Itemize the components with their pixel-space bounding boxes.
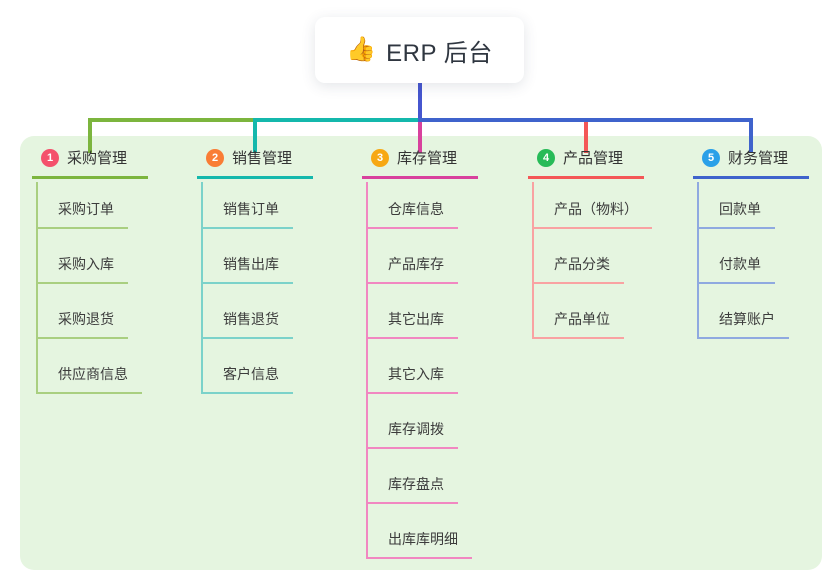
branch-node-3[interactable]: 3 库存管理: [362, 147, 478, 179]
branch-children-5: 回款单付款单结算账户: [697, 182, 789, 339]
child-node-label: 客户信息: [223, 366, 279, 382]
child-node[interactable]: 库存盘点: [368, 449, 458, 504]
branch-children-2: 销售订单销售出库销售退货客户信息: [201, 182, 293, 394]
branch-drop-line: [88, 122, 92, 153]
child-node-label: 付款单: [719, 256, 761, 272]
child-node-label: 销售出库: [223, 256, 279, 272]
child-node[interactable]: 其它入库: [368, 339, 458, 394]
child-node-label: 产品分类: [554, 256, 610, 272]
thumbs-up-icon: 👍: [346, 36, 377, 63]
child-node[interactable]: 采购入库: [38, 229, 128, 284]
branch-number-badge: 5: [702, 148, 720, 167]
branch-drop-line: [749, 122, 753, 153]
bus-segment-blue: [418, 118, 753, 122]
bus-segment-green: [88, 118, 253, 122]
branch-children-4: 产品（物料） 产品分类产品单位: [532, 182, 652, 339]
branch-drop-line: [584, 122, 588, 153]
child-node[interactable]: 产品（物料）: [534, 182, 652, 229]
branch-number-badge: 3: [371, 148, 389, 167]
branch-node-1[interactable]: 1 采购管理: [32, 147, 148, 179]
root-node-label: ERP 后台: [386, 39, 493, 67]
child-node[interactable]: 采购订单: [38, 182, 128, 229]
child-node-label: 销售订单: [223, 201, 279, 217]
branch-number-badge: 4: [537, 148, 555, 167]
branch-node-4[interactable]: 4 产品管理: [528, 147, 644, 179]
branch-title: 库存管理: [397, 150, 458, 167]
child-node[interactable]: 库存调拨: [368, 394, 458, 449]
child-node[interactable]: 销售订单: [203, 182, 293, 229]
child-node-label: 供应商信息: [58, 366, 128, 382]
child-node[interactable]: 出库库明细: [368, 504, 472, 559]
branch-drop-line: [253, 122, 257, 153]
child-node-label: 其它入库: [388, 366, 444, 382]
child-node[interactable]: 付款单: [699, 229, 775, 284]
branch-title: 财务管理: [728, 150, 789, 167]
branch-children-3: 仓库信息产品库存其它出库其它入库库存调拨库存盘点出库库明细: [366, 182, 472, 559]
child-node-label: 其它出库: [388, 311, 444, 327]
child-node[interactable]: 销售出库: [203, 229, 293, 284]
child-node[interactable]: 产品分类: [534, 229, 624, 284]
child-node[interactable]: 销售退货: [203, 284, 293, 339]
child-node-label: 回款单: [719, 201, 761, 217]
branch-node-2[interactable]: 2 销售管理: [197, 147, 313, 179]
child-node-label: 采购订单: [58, 201, 114, 217]
child-node[interactable]: 仓库信息: [368, 182, 458, 229]
child-node-label: 库存盘点: [388, 476, 444, 492]
bus-segment-teal: [253, 118, 418, 122]
child-node-label: 仓库信息: [388, 201, 444, 217]
child-node-label: 产品（物料）: [554, 201, 638, 217]
child-node-label: 出库库明细: [388, 531, 458, 547]
branch-title: 产品管理: [563, 150, 624, 167]
child-node[interactable]: 供应商信息: [38, 339, 142, 394]
child-node[interactable]: 结算账户: [699, 284, 789, 339]
child-node-label: 销售退货: [223, 311, 279, 327]
branch-node-5[interactable]: 5 财务管理: [693, 147, 809, 179]
child-node[interactable]: 产品单位: [534, 284, 624, 339]
child-node[interactable]: 采购退货: [38, 284, 128, 339]
child-node[interactable]: 客户信息: [203, 339, 293, 394]
branch-drop-line: [418, 122, 422, 153]
branch-title: 销售管理: [232, 150, 293, 167]
child-node-label: 采购退货: [58, 311, 114, 327]
branch-title: 采购管理: [67, 150, 128, 167]
branch-number-badge: 1: [41, 148, 59, 167]
child-node[interactable]: 回款单: [699, 182, 775, 229]
child-node-label: 结算账户: [719, 311, 775, 327]
child-node-label: 采购入库: [58, 256, 114, 272]
child-node-label: 产品单位: [554, 311, 610, 327]
child-node[interactable]: 其它出库: [368, 284, 458, 339]
child-node[interactable]: 产品库存: [368, 229, 458, 284]
child-node-label: 产品库存: [388, 256, 444, 272]
root-connector-line: [418, 83, 422, 122]
child-node-label: 库存调拨: [388, 421, 444, 437]
branch-number-badge: 2: [206, 148, 224, 167]
branches-panel: [20, 136, 822, 570]
root-node-erp[interactable]: 👍 ERP 后台: [315, 17, 524, 83]
branch-children-1: 采购订单采购入库采购退货供应商信息: [36, 182, 142, 394]
